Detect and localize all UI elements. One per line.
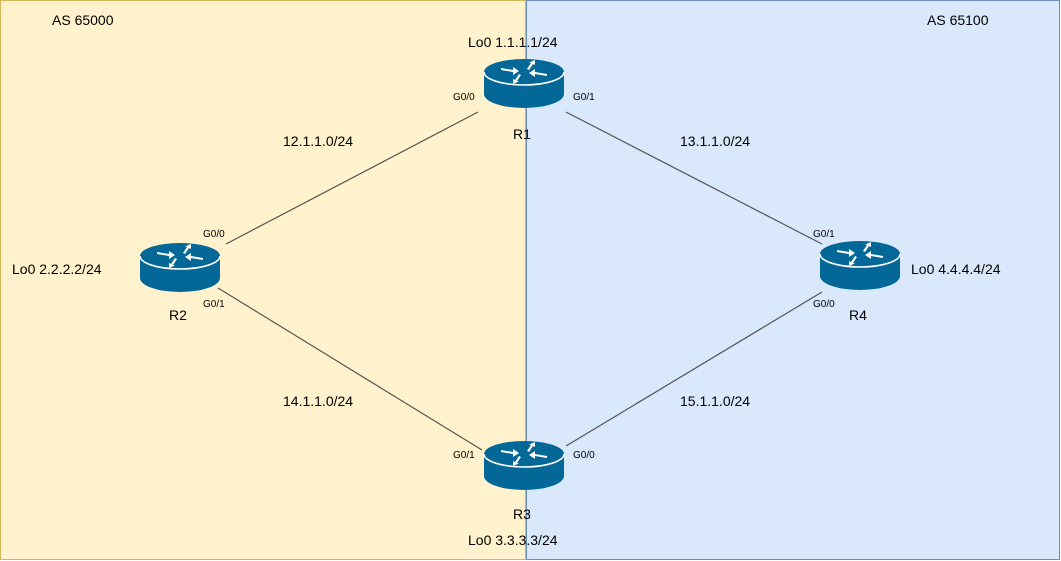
as-65000-label: AS 65000: [52, 12, 114, 28]
r2-g00-label: G0/0: [203, 229, 225, 240]
router-icon: [819, 241, 901, 290]
router-r2[interactable]: [139, 242, 221, 296]
r1-g01-label: G0/1: [573, 92, 595, 103]
as-65100-label: AS 65100: [927, 12, 989, 28]
r2-g01-label: G0/1: [203, 299, 225, 310]
router-icon: [483, 59, 565, 108]
router-r4[interactable]: [819, 240, 901, 294]
link-r1-r4: [565, 111, 823, 245]
network-label-r1-r2: 12.1.1.0/24: [283, 133, 354, 149]
r4-name-label: R4: [849, 307, 867, 323]
router-r3[interactable]: [483, 440, 565, 494]
r2-loopback-label: Lo0 2.2.2.2/24: [12, 261, 102, 277]
r2-name-label: R2: [169, 307, 187, 323]
r1-g00-label: G0/0: [453, 92, 475, 103]
router-icon: [139, 243, 221, 292]
network-label-r1-r4: 13.1.1.0/24: [680, 133, 751, 149]
as-65000-zone: [0, 0, 526, 560]
link-r1-r2: [225, 111, 479, 245]
r4-g01-label: G0/1: [813, 229, 835, 240]
router-r1[interactable]: [483, 58, 565, 112]
r3-name-label: R3: [513, 506, 531, 522]
r3-loopback-label: Lo0 3.3.3.3/24: [468, 532, 558, 548]
link-r3-r4: [565, 291, 823, 447]
r3-g01-label: G0/1: [453, 450, 475, 461]
router-icon: [483, 441, 565, 490]
network-label-r3-r4: 15.1.1.0/24: [680, 393, 751, 409]
r4-g00-label: G0/0: [813, 299, 835, 310]
network-label-r2-r3: 14.1.1.0/24: [283, 393, 354, 409]
r3-g00-label: G0/0: [573, 450, 595, 461]
link-r2-r3: [217, 287, 483, 451]
r4-loopback-label: Lo0 4.4.4.4/24: [911, 261, 1001, 277]
r1-name-label: R1: [513, 126, 531, 142]
as-65100-zone: [526, 0, 1060, 560]
r1-loopback-label: Lo0 1.1.1.1/24: [468, 34, 558, 50]
